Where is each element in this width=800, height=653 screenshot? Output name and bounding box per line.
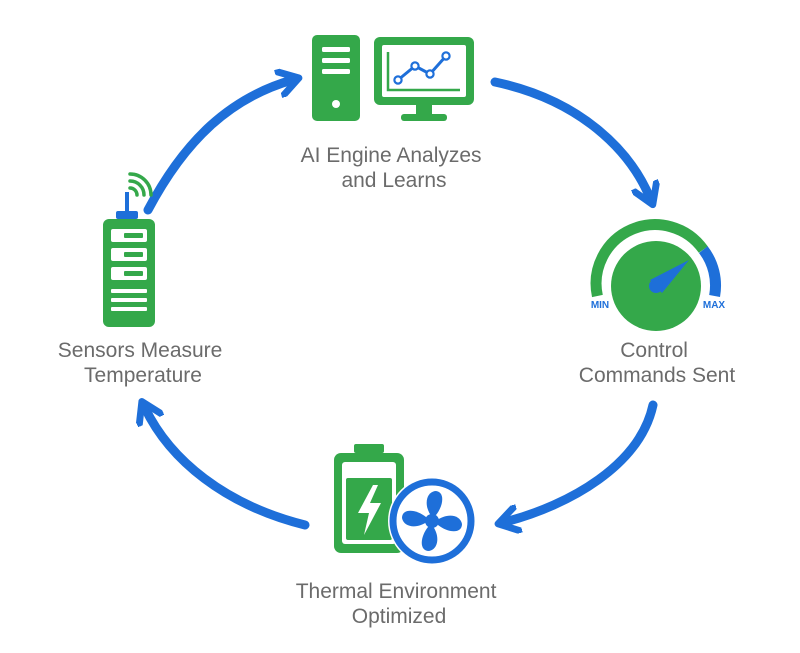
antenna-base bbox=[116, 211, 138, 219]
arrow-ai-engine-to-control bbox=[490, 77, 650, 198]
arrow-sensors-to-ai-engine bbox=[143, 80, 292, 215]
gauge-hub bbox=[649, 279, 663, 293]
gauge-min-label: MIN bbox=[591, 300, 609, 311]
thermal-label-line-2: Optimized bbox=[352, 605, 447, 628]
control-label: Control Commands Sent bbox=[579, 339, 736, 387]
monitor-icon bbox=[374, 37, 474, 121]
battery-fan-icon bbox=[334, 444, 476, 565]
thermal-label-line-1: Thermal Environment bbox=[296, 580, 497, 603]
sensors-label-line-1: Sensors Measure bbox=[58, 339, 223, 362]
wifi-signal-icon bbox=[128, 172, 153, 197]
line-chart-icon bbox=[386, 51, 460, 92]
control-label-line-2: Commands Sent bbox=[579, 364, 736, 387]
antenna bbox=[125, 192, 129, 214]
ai-engine-label-line-1: AI Engine Analyzes bbox=[301, 144, 482, 167]
gauge-arc-green bbox=[590, 219, 708, 298]
gauge-max-label: MAX bbox=[703, 300, 726, 311]
battery-icon bbox=[334, 444, 404, 553]
ai-engine-label-line-2: and Learns bbox=[341, 169, 446, 192]
sensors-label-line-2: Temperature bbox=[84, 364, 202, 387]
cycle-arrows bbox=[145, 80, 653, 525]
server-tower-icon bbox=[312, 35, 360, 121]
thermal-label: Thermal Environment Optimized bbox=[296, 580, 503, 628]
arrow-control-to-thermal bbox=[505, 400, 658, 522]
sensor-rack-icon bbox=[103, 172, 155, 327]
gauge-icon: MIN MAX bbox=[590, 219, 726, 331]
lightning-bolt-icon bbox=[358, 485, 381, 535]
fan-icon bbox=[388, 477, 476, 565]
arrow-thermal-to-sensors bbox=[145, 408, 310, 530]
control-label-line-1: Control bbox=[620, 339, 688, 362]
server-monitor-chart-icon bbox=[312, 35, 474, 121]
sensors-label: Sensors Measure Temperature bbox=[58, 339, 228, 387]
ai-engine-label: AI Engine Analyzes and Learns bbox=[301, 144, 488, 192]
gauge-arc-blue bbox=[698, 246, 722, 297]
